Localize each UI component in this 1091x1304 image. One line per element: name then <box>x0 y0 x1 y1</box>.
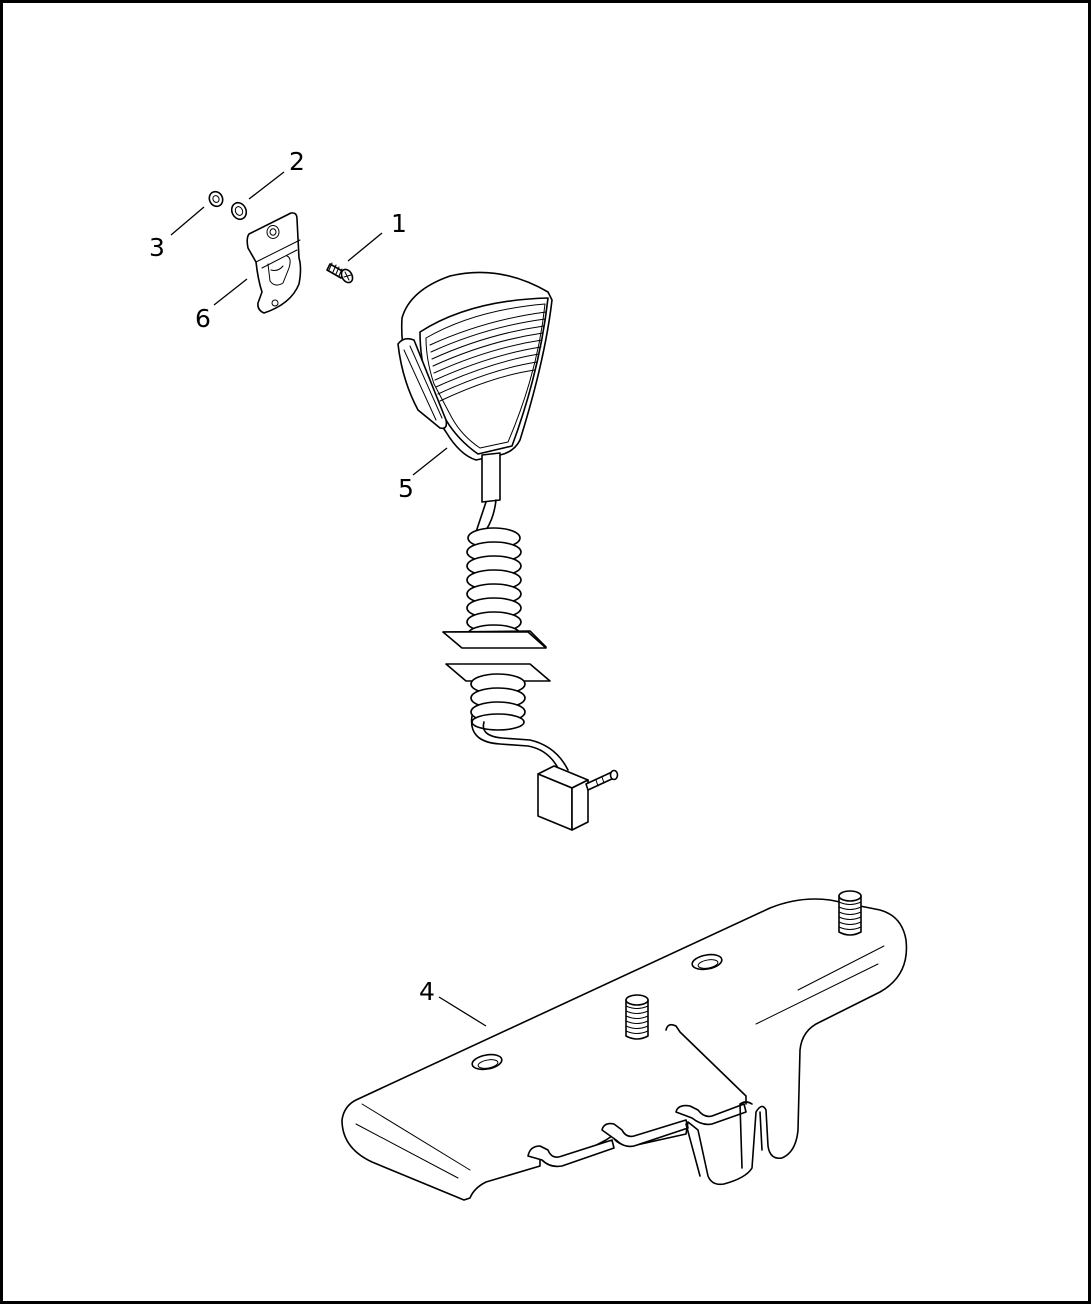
coil-lower <box>470 673 526 731</box>
part-2-washer <box>230 201 248 221</box>
callout-4: 4 <box>419 977 435 1006</box>
callout-1: 1 <box>391 209 407 238</box>
leader-line-4 <box>438 996 487 1027</box>
part-5-microphone <box>397 271 619 831</box>
coil-upper <box>466 527 522 644</box>
threaded-stud-front <box>625 994 649 1040</box>
leader-line-2 <box>248 171 285 200</box>
part-1-screw <box>326 262 354 284</box>
exploded-parts-diagram: 1 2 3 4 5 6 <box>149 147 908 1201</box>
bracket-hole-right <box>691 953 723 971</box>
part-6-hanger-clip <box>246 212 302 314</box>
part-3-nut <box>208 190 224 208</box>
callout-5: 5 <box>398 474 414 503</box>
leader-line-5 <box>412 447 448 476</box>
leader-line-1 <box>347 232 383 262</box>
leader-lines <box>170 171 487 1027</box>
callout-6: 6 <box>195 304 211 333</box>
threaded-stud-rear <box>838 890 862 936</box>
leader-line-6 <box>213 278 248 306</box>
part-4-mounting-bracket <box>341 890 908 1201</box>
bracket-hole-left <box>471 1053 503 1071</box>
callout-3: 3 <box>149 233 165 262</box>
leader-line-3 <box>170 206 205 236</box>
callout-2: 2 <box>289 147 305 176</box>
